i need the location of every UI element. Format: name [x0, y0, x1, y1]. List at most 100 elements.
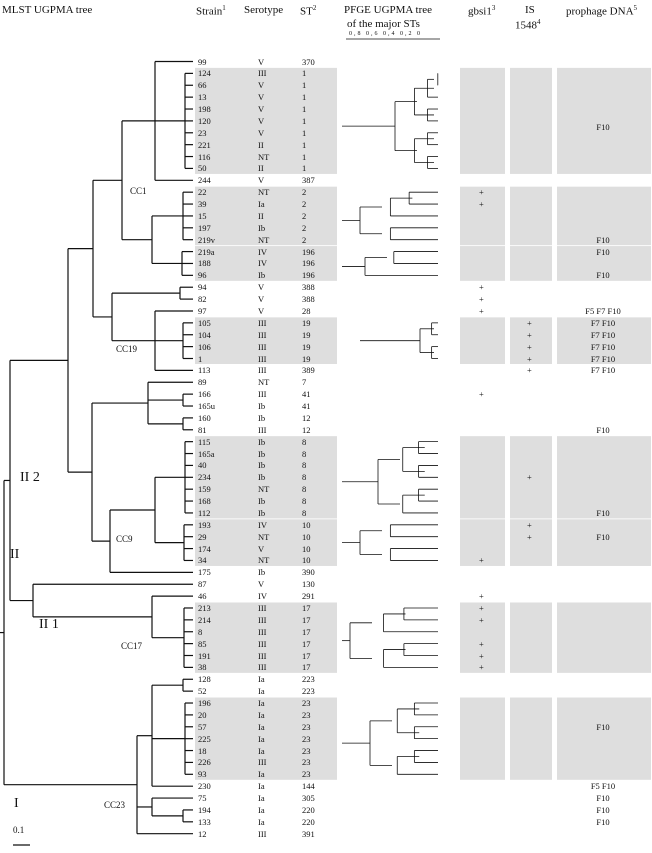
strain-cell: 191	[198, 650, 211, 661]
prophage-cell: F5 F7 F10	[585, 305, 621, 316]
st-cell: 223	[302, 686, 315, 697]
st-cell: 1	[302, 127, 307, 138]
is1548-cell: +	[527, 531, 532, 542]
prophage-cell: F7 F10	[590, 353, 616, 364]
strain-cell: 225	[198, 733, 211, 744]
is1548-cell: +	[527, 519, 532, 530]
serotype-cell: NT	[258, 377, 270, 388]
prophage-header: prophage DNA5	[566, 4, 638, 18]
strain-cell: 87	[198, 579, 207, 590]
shaded-band	[195, 67, 241, 174]
serotype-cell: III	[258, 365, 267, 376]
serotype-cell: IV	[258, 258, 267, 269]
st-cell: 17	[302, 602, 311, 613]
strain-cell: 198	[198, 104, 211, 115]
st-cell: 387	[302, 175, 315, 186]
serotype-cell: V	[258, 294, 265, 305]
strain-cell: 244	[198, 175, 211, 186]
st-cell: 8	[302, 436, 307, 447]
shaded-band	[297, 602, 337, 673]
shaded-band	[460, 67, 505, 174]
group-prophage-label: F10	[596, 234, 610, 245]
shaded-band	[510, 519, 552, 566]
serotype-cell: Ia	[258, 804, 265, 815]
strain-header: Strain1	[196, 4, 226, 18]
st-header: ST2	[300, 4, 317, 18]
serotype-cell: Ia	[258, 709, 265, 720]
serotype-cell: V	[258, 305, 265, 316]
shaded-band	[195, 519, 241, 566]
clade-ii2-label: II 2	[20, 470, 40, 485]
strain-cell: 197	[198, 222, 211, 233]
strain-cell: 166	[198, 389, 211, 400]
st-cell: 2	[302, 187, 307, 198]
st-cell: 23	[302, 769, 311, 780]
shaded-band	[195, 602, 241, 673]
st-cell: 1	[302, 92, 307, 103]
st-cell: 23	[302, 698, 311, 709]
shaded-band	[510, 602, 552, 673]
st-cell: 12	[302, 412, 311, 423]
clade-i-label: I	[14, 796, 19, 811]
serotype-cell: III	[258, 329, 267, 340]
strain-cell: 57	[198, 721, 207, 732]
strain-cell: 85	[198, 638, 207, 649]
shaded-band	[297, 317, 337, 364]
pfge-scale: 0,8 0,6 0,4 0,2 0	[349, 31, 422, 37]
prophage-cell: F10	[596, 507, 610, 518]
st-cell: 391	[302, 828, 315, 839]
st-cell: 10	[302, 555, 311, 566]
prophage-cell: F10	[596, 804, 610, 815]
shaded-band	[510, 67, 552, 174]
serotype-cell: V	[258, 115, 265, 126]
strain-cell: 159	[198, 484, 211, 495]
st-cell: 196	[302, 258, 315, 269]
serotype-cell: III	[258, 68, 267, 79]
prophage-cell: F5 F10	[590, 781, 616, 792]
st-cell: 388	[302, 282, 315, 293]
serotype-cell: III	[258, 662, 267, 673]
gbsi1-cell: +	[479, 591, 484, 602]
gbsi1-cell: +	[479, 199, 484, 210]
strain-cell: 39	[198, 199, 207, 210]
strain-cell: 99	[198, 56, 207, 67]
serotype-cell: V	[258, 56, 265, 67]
shaded-band	[195, 317, 241, 364]
st-cell: 41	[302, 401, 311, 412]
st-cell: 1	[302, 163, 307, 174]
st-cell: 2	[302, 234, 307, 245]
shaded-band	[460, 602, 505, 673]
st-cell: 8	[302, 460, 307, 471]
shaded-band	[297, 186, 337, 246]
prophage-cell: F10	[596, 270, 610, 281]
prophage-cell: F7 F10	[590, 341, 616, 352]
st-cell: 17	[302, 650, 311, 661]
strain-cell: 15	[198, 210, 207, 221]
st-cell: 389	[302, 365, 315, 376]
prophage-cell: F7 F10	[590, 329, 616, 340]
strain-cell: 194	[198, 804, 211, 815]
shaded-band	[557, 317, 651, 364]
gbsi1-cell: +	[479, 294, 484, 305]
prophage-cell: F10	[596, 816, 610, 827]
gbsi1-cell: +	[479, 638, 484, 649]
mlst-tree-header: MLST UGPMA tree	[2, 4, 93, 16]
serotype-cell: Ia	[258, 781, 265, 792]
serotype-cell: V	[258, 579, 265, 590]
strain-cell: 22	[198, 187, 207, 198]
shaded-band	[557, 186, 651, 246]
strain-cell: 174	[198, 543, 211, 554]
serotype-cell: III	[258, 389, 267, 400]
gbsi1-cell: +	[479, 282, 484, 293]
serotype-cell: IV	[258, 519, 267, 530]
shaded-band	[460, 246, 505, 281]
group-prophage-label: F10	[596, 531, 610, 542]
st-cell: 17	[302, 614, 311, 625]
strain-cell: 50	[198, 163, 207, 174]
st-cell: 2	[302, 222, 307, 233]
serotype-cell: Ia	[258, 816, 265, 827]
serotype-cell: Ia	[258, 698, 265, 709]
st-cell: 7	[302, 377, 307, 388]
strain-cell: 96	[198, 270, 207, 281]
